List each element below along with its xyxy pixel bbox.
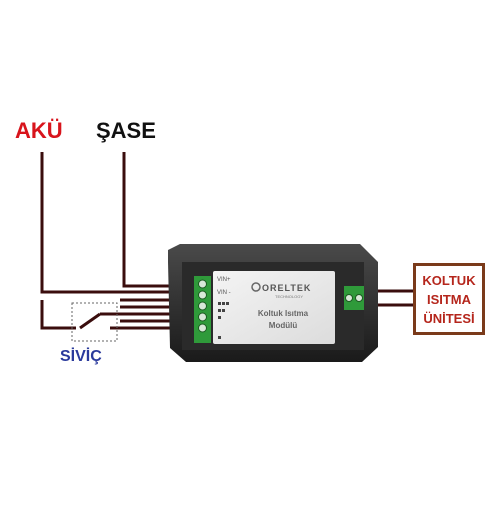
pin-vin-minus-label: VIN - <box>217 290 231 296</box>
module-brand: ORELTEK <box>262 283 312 293</box>
switch-input-wire <box>40 300 76 330</box>
battery-label: AKÜ <box>15 118 63 143</box>
module-name-line-1: Koltuk Isıtma <box>257 309 309 318</box>
module-name-line-2: Modülü <box>268 321 298 330</box>
unit-line-3: ÜNİTESİ <box>423 310 475 326</box>
module-name: Koltuk Isıtma Modülü <box>238 308 328 332</box>
brand-logo-icon <box>251 282 261 292</box>
unit-line-1: KOLTUK <box>422 272 476 288</box>
module-brand-sub: TECHNOLOGY <box>275 294 304 299</box>
unit-line-2: ISITMA <box>426 291 472 307</box>
battery-wire <box>40 152 181 294</box>
output-terminal-block <box>344 286 364 310</box>
switch-box <box>71 302 118 342</box>
module-label-panel <box>213 271 335 344</box>
pin-vin-plus-label: VIN+ <box>217 277 231 283</box>
heating-module <box>168 244 378 362</box>
module-indicators <box>218 302 229 339</box>
heating-unit-box: KOLTUK ISITMA ÜNİTESİ <box>413 263 485 335</box>
chassis-wire <box>122 152 181 288</box>
chassis-label: ŞASE <box>96 118 156 143</box>
output-terminal-screws <box>345 294 363 302</box>
switch-lever <box>79 312 101 330</box>
input-terminal-screws <box>198 279 207 333</box>
switch-label: SİVİÇ <box>60 348 102 365</box>
